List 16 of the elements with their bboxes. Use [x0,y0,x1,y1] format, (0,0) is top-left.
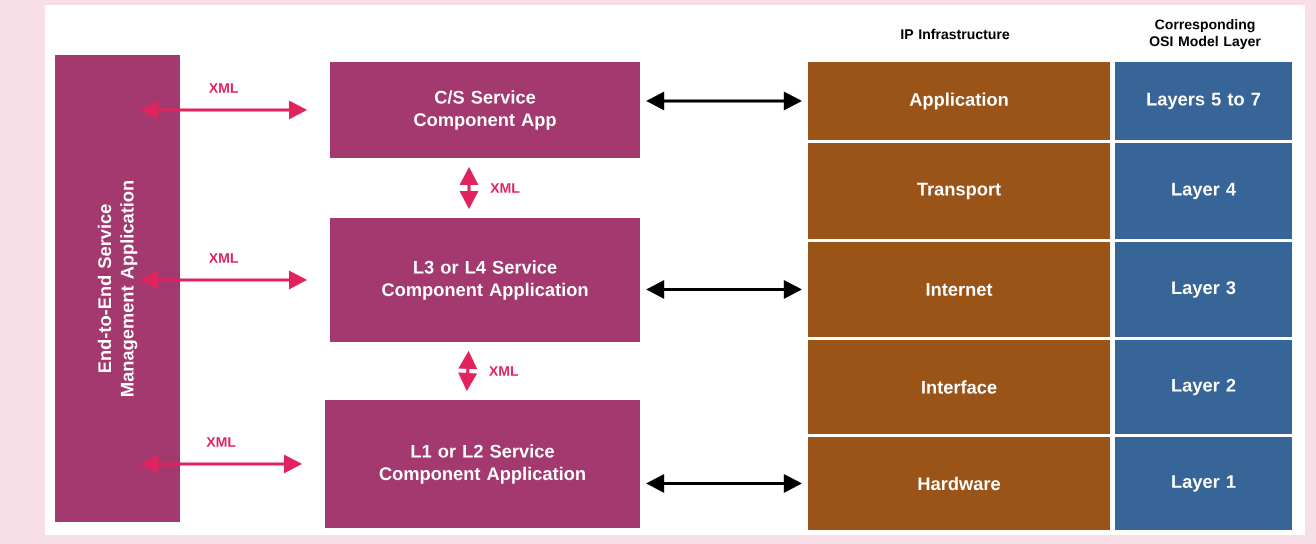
layer-box: Transport [808,143,1110,239]
layer-box: Hardware [808,436,1110,530]
component-box: L3 or L4 Service Component Application [330,218,640,342]
layer-box: Layer 2 [1115,340,1292,434]
layer-box: Layer 3 [1115,241,1292,337]
column-heading: IP Infrastructure [901,28,1010,40]
application-box: End-to-End Service Management Application [55,54,181,522]
layer-box: Layer 1 [1115,436,1292,530]
component-box: C/S Service Component App [330,62,640,158]
column-heading: Corresponding OSI Model Layer [1149,19,1261,49]
layer-box: Application [808,62,1110,140]
layer-box: Internet [808,241,1110,337]
layer-box: Interface [808,340,1110,434]
layer-box: Layers 5 to 7 [1115,62,1292,140]
component-box: L1 or L2 Service Component Application [325,400,640,528]
layer-box: Layer 4 [1115,143,1292,239]
